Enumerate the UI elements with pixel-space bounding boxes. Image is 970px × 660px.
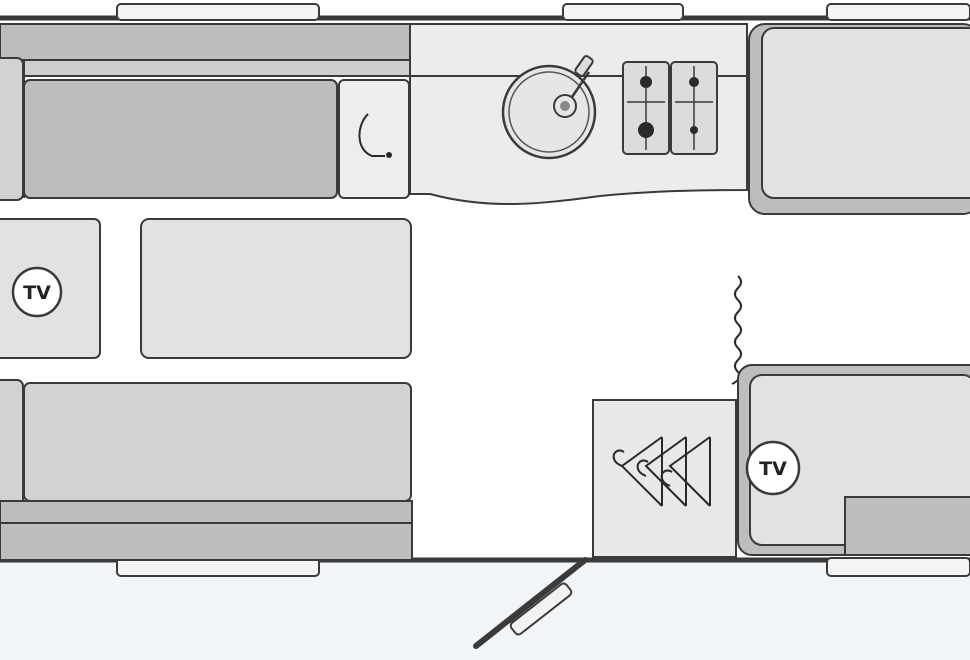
bottom-left-backrest xyxy=(0,522,413,561)
heater-icon xyxy=(731,275,742,385)
corner-cabinet xyxy=(338,79,410,199)
tv-icon-right xyxy=(745,440,801,496)
hob-icon xyxy=(622,61,718,155)
top-left-backrest-strip xyxy=(0,59,411,77)
sink-drain-core-icon xyxy=(560,101,570,111)
wardrobe xyxy=(592,399,737,558)
sink-inner-icon xyxy=(508,71,590,153)
tv-icon-left xyxy=(11,266,63,318)
bottom-left-end-cushion xyxy=(0,379,24,521)
sink-icon xyxy=(501,64,597,160)
bottom-left-seat-cushion xyxy=(23,382,412,502)
tv-label-left: TV xyxy=(23,282,51,304)
tap-icon xyxy=(358,113,385,157)
top-left-end-cushion xyxy=(0,57,24,201)
door-icon xyxy=(473,557,588,649)
middle-seat-cushion xyxy=(140,218,412,359)
sink-tap-icon xyxy=(570,71,591,98)
bottom-right-strip xyxy=(844,496,970,556)
hangers-icon xyxy=(612,436,711,507)
top-right-cushion xyxy=(761,27,970,199)
top-left-seat-cushion xyxy=(23,79,338,199)
window-bottom-right xyxy=(826,557,970,577)
window-top-left xyxy=(116,3,320,21)
tap-head-icon xyxy=(386,152,392,158)
window-top-right xyxy=(826,3,970,21)
tv-label-right: TV xyxy=(759,458,787,480)
bottom-left-backrest-strip xyxy=(0,500,413,524)
top-left-backrest xyxy=(0,23,411,61)
window-top-middle xyxy=(562,3,684,21)
sink-tap-base-icon xyxy=(574,55,594,77)
